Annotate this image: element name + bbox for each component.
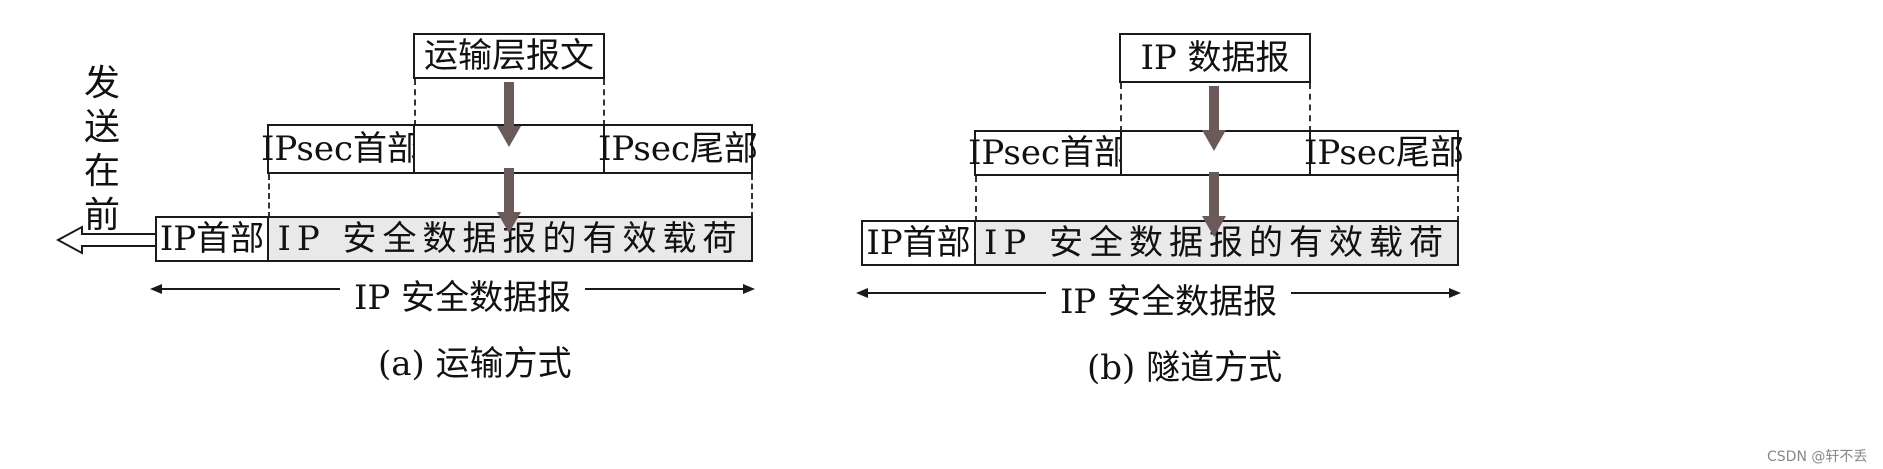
transport-mode-caption: (a) 运输方式	[378, 344, 572, 384]
guide-line	[603, 79, 605, 126]
down-arrow-icon	[497, 168, 521, 233]
down-arrow-icon	[1202, 86, 1226, 151]
guide-line	[1457, 176, 1459, 222]
guide-line	[975, 176, 977, 222]
ip-datagram-box: IP 数据报	[1119, 33, 1311, 83]
ip-secure-datagram-span-label: IP 安全数据报	[1046, 274, 1292, 323]
send-first-char: 前	[83, 195, 120, 236]
ipsec-trailer-label: IPsec尾部	[1304, 133, 1465, 173]
ip-header-label: IP首部	[866, 223, 971, 263]
down-arrow-icon	[1202, 172, 1226, 237]
guide-line	[1309, 83, 1311, 132]
ip-secure-datagram-span-label: IP 安全数据报	[340, 270, 586, 319]
ipsec-header-box: IPsec首部	[968, 130, 1128, 176]
ipsec-header-box: IPsec首部	[261, 124, 421, 174]
send-first-label: 发 送 在 前	[80, 62, 124, 238]
send-direction-arrow-icon	[56, 225, 159, 255]
guide-line	[268, 174, 270, 218]
ip-datagram-label: IP 数据报	[1140, 38, 1290, 78]
transport-layer-message-box: 运输层报文	[413, 33, 605, 79]
ipsec-header-label: IPsec首部	[261, 129, 422, 169]
ipsec-trailer-label: IPsec尾部	[598, 129, 759, 169]
ipsec-header-label: IPsec首部	[968, 133, 1129, 173]
ip-header-label: IP首部	[159, 219, 265, 259]
guide-line	[414, 79, 416, 126]
ip-header-box: IP首部	[861, 220, 976, 266]
send-first-char: 送	[83, 107, 120, 148]
tunnel-mode-caption: (b) 隧道方式	[1087, 348, 1283, 388]
ipsec-trailer-box: IPsec尾部	[1304, 130, 1464, 176]
down-arrow-icon	[497, 82, 521, 147]
guide-line	[1120, 83, 1122, 132]
csdn-watermark: CSDN @轩不丢	[1767, 449, 1868, 465]
ipsec-trailer-box: IPsec尾部	[598, 124, 758, 174]
send-first-char: 在	[83, 151, 120, 192]
send-first-char: 发	[83, 63, 120, 104]
guide-line	[751, 174, 753, 218]
ip-header-box: IP首部	[155, 216, 269, 262]
transport-layer-message-label: 运输层报文	[424, 36, 594, 76]
